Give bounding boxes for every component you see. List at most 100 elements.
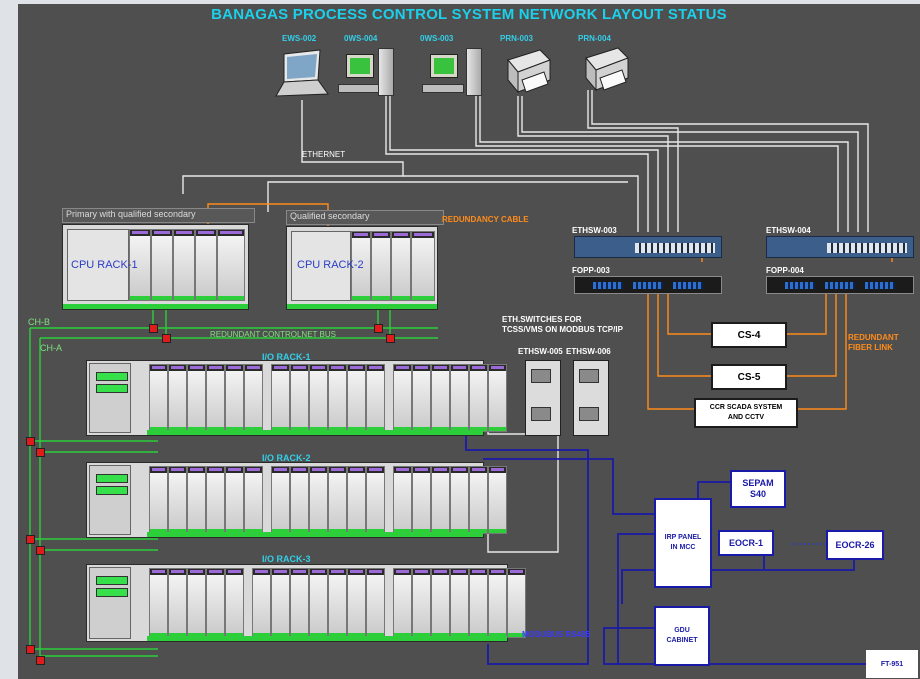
module: [195, 229, 217, 301]
io-rack-2: [86, 462, 507, 538]
ch-a-label: CH-A: [40, 343, 62, 353]
io-module: [488, 568, 507, 638]
io-module: [187, 364, 206, 432]
ethernet-label: ETHERNET: [302, 150, 346, 159]
redundancy-cable-label: REDUNDANCY CABLE: [442, 215, 529, 224]
io-module: [271, 568, 290, 638]
io-module: [450, 466, 469, 534]
io-module: [206, 466, 225, 534]
module: [151, 229, 173, 301]
connector: [36, 546, 45, 555]
io-module: [187, 466, 206, 534]
power-supply: [89, 567, 131, 639]
cpu-rack-2-header: Qualified secondary: [286, 210, 444, 225]
io-module: [290, 568, 309, 638]
io-module: [431, 364, 450, 432]
scada-box: CCR SCADA SYSTEM AND CCTV: [694, 398, 798, 428]
io-rack-2-label: I/O RACK-2: [262, 453, 311, 463]
modbus-label: MODUBUS RS485: [522, 630, 591, 639]
io-module: [347, 568, 366, 638]
ows-004-keyboard-icon: [338, 84, 380, 93]
io-module: [450, 364, 469, 432]
module: [411, 231, 435, 301]
ethernet-lines: [182, 90, 869, 232]
modbus-lines: [465, 434, 879, 665]
io-module: [168, 466, 187, 534]
io-module: [431, 466, 450, 534]
irp-panel-box: IRP PANEL IN MCC: [654, 498, 712, 588]
io-module: [168, 364, 187, 432]
io-module: [488, 364, 507, 432]
io-module: [309, 568, 328, 638]
io-module: [252, 568, 271, 638]
connector: [149, 324, 158, 333]
io-module: [309, 466, 328, 534]
io-module: [412, 466, 431, 534]
gdu-cabinet-box: GDU CABINET: [654, 606, 710, 666]
io-module: [149, 568, 168, 638]
eocr-1-box: EOCR-1: [718, 530, 774, 556]
redundant-fiber-label: REDUNDANT FIBER LINK: [848, 333, 899, 352]
io-module: [271, 364, 290, 432]
cpu-rack-1-label: CPU RACK-1: [71, 259, 138, 271]
ch-b-label: CH-B: [28, 317, 50, 327]
ethsw-005-switch: [525, 360, 561, 436]
io-module: [168, 568, 187, 638]
rack-base: [287, 304, 437, 309]
module: [391, 231, 411, 301]
power-supply: [89, 465, 131, 535]
io-rack-1-label: I/O RACK-1: [262, 352, 311, 362]
io-module: [431, 568, 450, 638]
io-module: [366, 364, 385, 432]
sepam-s40-box: SEPAM S40: [730, 470, 786, 508]
cpu-rack-2-label: CPU RACK-2: [297, 259, 364, 271]
io-module: [469, 466, 488, 534]
rack-base: [63, 304, 248, 309]
io-module: [347, 466, 366, 534]
connector: [374, 324, 383, 333]
power-supply: [67, 229, 129, 301]
ft-951-box: FT-951: [866, 650, 918, 678]
ethsw-003-switch: [574, 236, 722, 258]
io-module: [290, 364, 309, 432]
ethsw-004-label: ETHSW-004: [766, 226, 811, 235]
cpu-rack-1: CPU RACK-1: [62, 224, 249, 310]
io-module: [469, 568, 488, 638]
ethsw-005-label: ETHSW-005: [518, 347, 563, 356]
connector: [162, 334, 171, 343]
network-diagram: BANAGAS PROCESS CONTROL SYSTEM NETWORK L…: [18, 4, 920, 679]
module: [217, 229, 245, 301]
cs-4-box: CS-4: [711, 322, 787, 348]
cpu-rack-2: CPU RACK-2: [286, 226, 438, 310]
io-module: [450, 568, 469, 638]
ews-002-label: EWS-002: [282, 34, 317, 43]
io-module: [309, 364, 328, 432]
io-module: [328, 568, 347, 638]
ethsw-003-label: ETHSW-003: [572, 226, 617, 235]
module: [129, 229, 151, 301]
io-rack-1: [86, 360, 507, 436]
fopp-004-label: FOPP-004: [766, 266, 804, 275]
io-module: [488, 466, 507, 534]
printer-icon: [585, 47, 629, 92]
connector: [26, 645, 35, 654]
io-module: [366, 466, 385, 534]
ows-003-keyboard-icon: [422, 84, 464, 93]
io-module: [187, 568, 206, 638]
eocr-26-box: EOCR-26: [826, 530, 884, 560]
io-module: [507, 568, 526, 638]
io-module: [366, 568, 385, 638]
ows-003-monitor-icon: [430, 54, 458, 78]
ethsw-004-switch: [766, 236, 914, 258]
module: [173, 229, 195, 301]
eth-switches-note: ETH.SWITCHES FOR TCSS/VMS ON MODBUS TCP/…: [502, 315, 623, 334]
io-module: [225, 466, 244, 534]
controlnet-bus-label: REDUNDANT CONTROLNET BUS: [210, 330, 336, 339]
module: [371, 231, 391, 301]
io-module: [469, 364, 488, 432]
ows-004-tower-icon: [378, 48, 394, 96]
ows-004-monitor-icon: [346, 54, 374, 78]
io-module: [149, 364, 168, 432]
io-module: [393, 568, 412, 638]
io-module: [393, 466, 412, 534]
